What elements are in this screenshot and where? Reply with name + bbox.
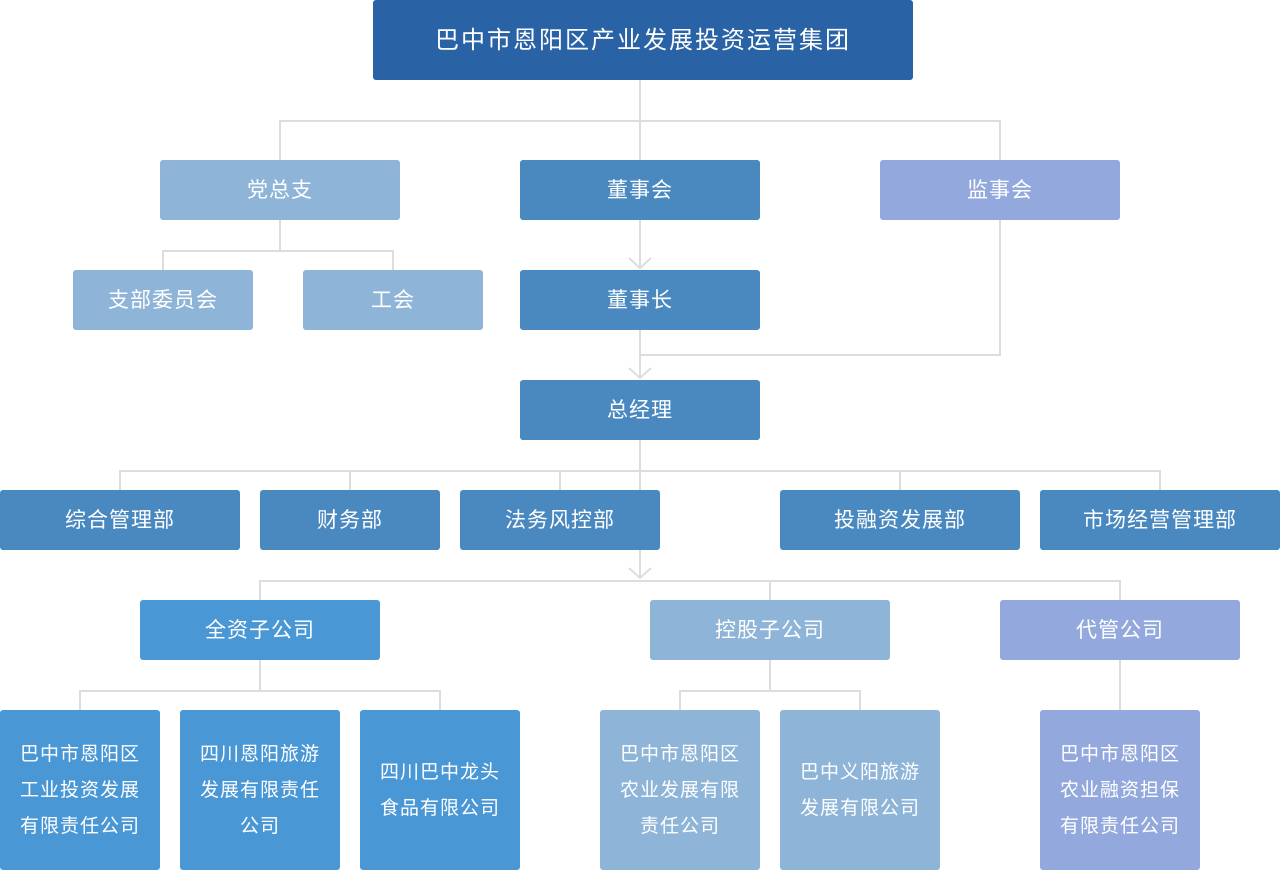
arrowhead [628, 367, 652, 380]
company-guarantee-node: 巴中市恩阳区农业融资担保有限责任公司 [1040, 710, 1200, 870]
arrowhead [628, 257, 652, 270]
managed-node: 代管公司 [1000, 600, 1240, 660]
board-node: 董事会 [520, 160, 760, 220]
dept-admin-node: 综合管理部 [0, 490, 240, 550]
holding-node: 控股子公司 [650, 600, 890, 660]
connector-line [679, 690, 861, 710]
company-agri-node: 巴中市恩阳区农业发展有限责任公司 [600, 710, 760, 870]
wholly-owned-node: 全资子公司 [140, 600, 380, 660]
connector-line [162, 250, 394, 270]
connector-line [640, 220, 1001, 356]
dept-market-node: 市场经营管理部 [1040, 490, 1280, 550]
connector-line [79, 690, 441, 710]
chairman-node: 董事长 [520, 270, 760, 330]
branch-committee-node: 支部委员会 [73, 270, 253, 330]
connector-line [279, 120, 1001, 160]
arrowhead [628, 567, 652, 580]
company-industrial-node: 巴中市恩阳区工业投资发展有限责任公司 [0, 710, 160, 870]
dept-finance-node: 财务部 [260, 490, 440, 550]
connector-line [259, 580, 1121, 600]
union-node: 工会 [303, 270, 483, 330]
group-node: 巴中市恩阳区产业发展投资运营集团 [373, 0, 913, 80]
dept-investment-node: 投融资发展部 [780, 490, 1020, 550]
general-manager-node: 总经理 [520, 380, 760, 440]
company-food-node: 四川巴中龙头食品有限公司 [360, 710, 520, 870]
dept-legal-node: 法务风控部 [460, 490, 660, 550]
company-tourism-node: 四川恩阳旅游发展有限责任公司 [180, 710, 340, 870]
company-yiyang-node: 巴中义阳旅游发展有限公司 [780, 710, 940, 870]
supervisory-board-node: 监事会 [880, 160, 1120, 220]
party-branch-node: 党总支 [160, 160, 400, 220]
